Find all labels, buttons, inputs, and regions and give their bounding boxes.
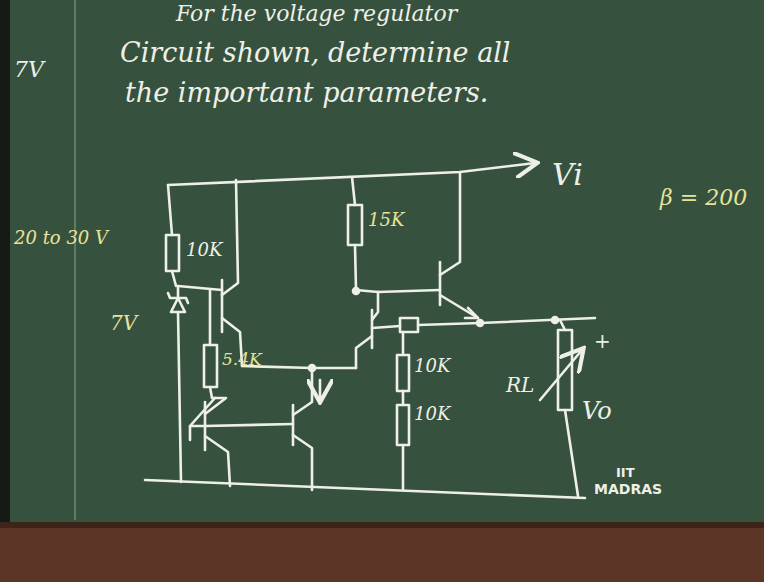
polarity-sign: +: [594, 330, 611, 352]
watermark: MADRAS: [594, 482, 662, 497]
resistor-value: 5.4K: [222, 350, 262, 369]
voltage-label: 7V: [14, 58, 44, 82]
beta-value: β = 200: [660, 186, 747, 210]
input-range: 20 to 30 V: [14, 228, 108, 248]
resistor-value: 15K: [368, 210, 404, 230]
watermark: IIT: [616, 466, 635, 480]
signal-name: Vo: [582, 398, 612, 424]
signal-name: Vi: [552, 158, 583, 191]
resistor-value: 10K: [414, 356, 450, 376]
resistor-value: 10K: [186, 240, 222, 260]
problem-text: the important parameters.: [125, 78, 488, 108]
resistor-value: 10K: [414, 404, 450, 424]
problem-text: For the voltage regulator: [176, 2, 457, 26]
zener-voltage: 7V: [110, 312, 137, 334]
load-name: RL: [506, 374, 534, 396]
problem-text: Circuit shown, determine all: [120, 38, 511, 68]
